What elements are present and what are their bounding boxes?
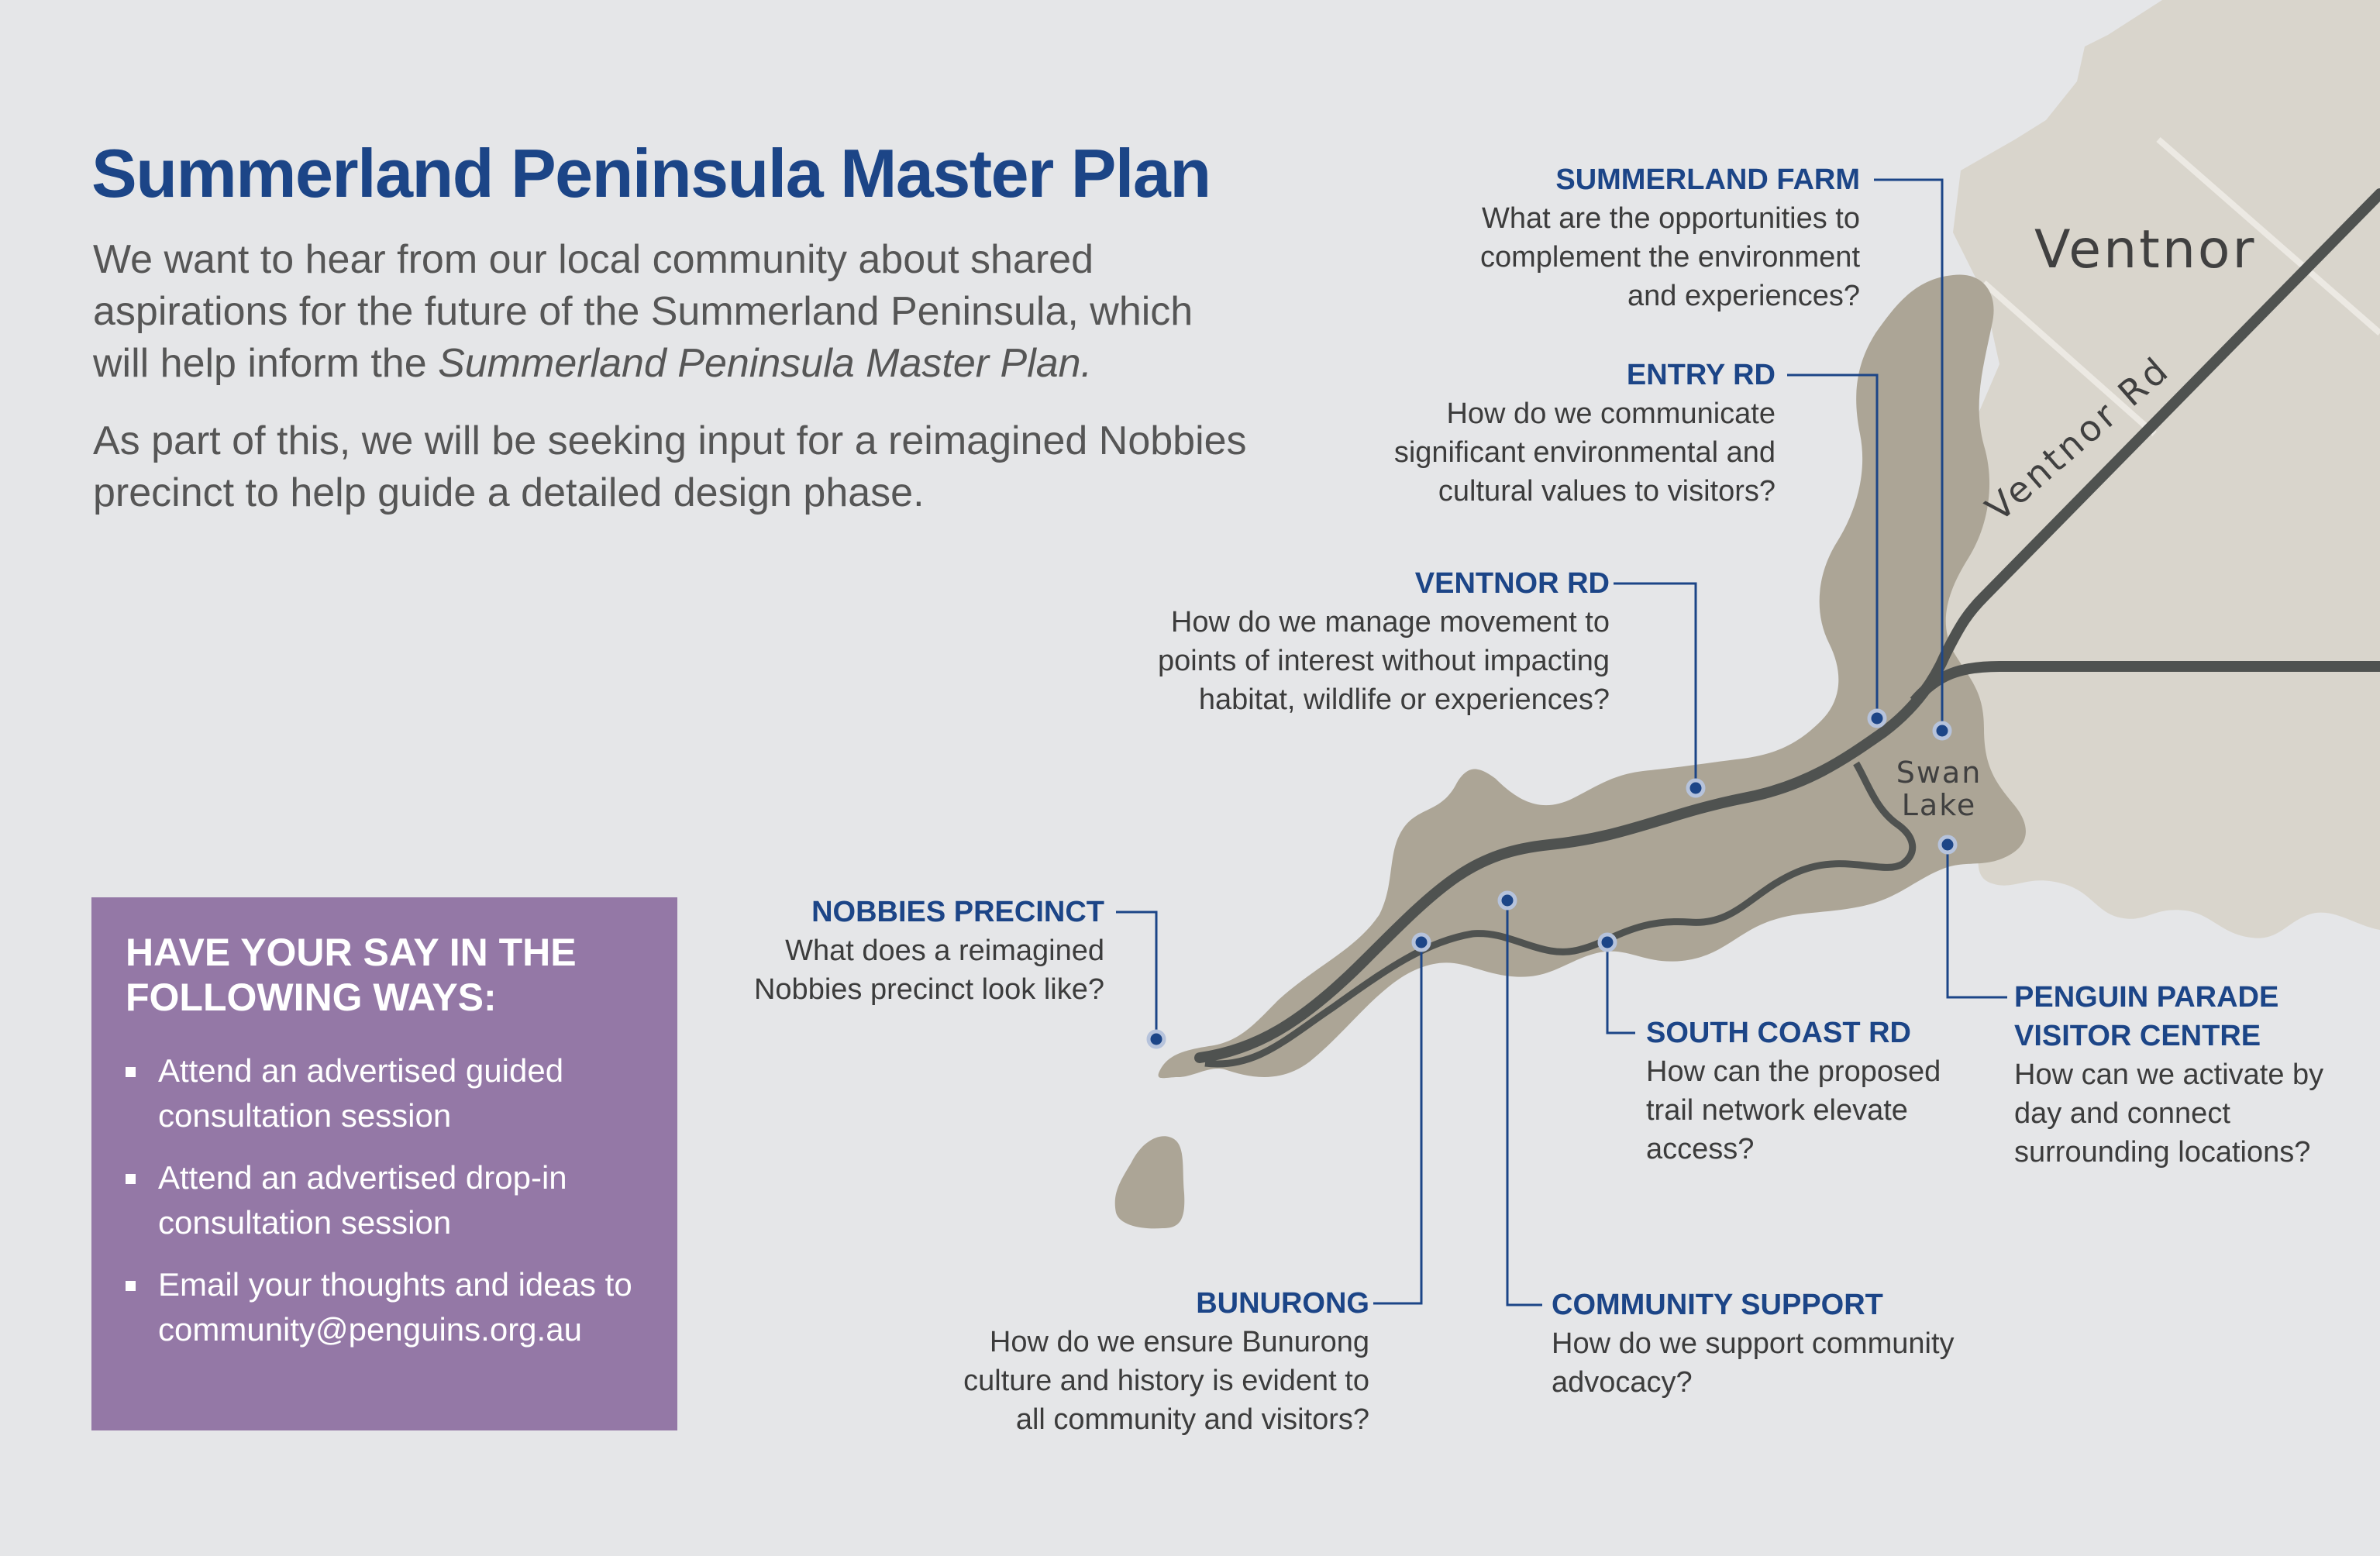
ventnor-road bbox=[1194, 188, 2380, 1063]
ventnor-street-line bbox=[2156, 136, 2380, 336]
list-item[interactable]: Email your thoughts and ideas to communi… bbox=[126, 1262, 668, 1352]
marker-community-support[interactable] bbox=[1497, 890, 1517, 911]
marker-ventnor-rd[interactable] bbox=[1686, 778, 1706, 798]
callout-summerland-farm: SUMMERLAND FARM What are the opportuniti… bbox=[1426, 160, 1860, 315]
leader-nobbies bbox=[1116, 911, 1158, 1039]
callout-text: How do we ensure Bunurong culture and hi… bbox=[963, 1326, 1369, 1436]
callout-text: How can the proposed trail network eleva… bbox=[1646, 1055, 1941, 1165]
intro-paragraph-2: As part of this, we will be seeking inpu… bbox=[93, 418, 1247, 515]
ventnor-street-line bbox=[1982, 281, 2157, 436]
list-item: Attend an advertised guided consultation… bbox=[126, 1048, 668, 1138]
callout-entry-rd: ENTRY RD How do we communicate significa… bbox=[1342, 356, 1776, 511]
callout-south-coast-rd: SOUTH COAST RD How can the proposed trai… bbox=[1646, 1014, 1972, 1169]
label-ventnor: Ventnor bbox=[2034, 219, 2257, 281]
island bbox=[1114, 1136, 1185, 1229]
callout-penguin-parade: PENGUIN PARADE VISITOR CENTRE How can we… bbox=[2014, 978, 2355, 1172]
callout-title: VENTNOR RD bbox=[1414, 567, 1610, 600]
marker-bunurong[interactable] bbox=[1411, 932, 1431, 952]
leader-penguin-parade bbox=[1946, 845, 2007, 999]
marker-south-coast-rd[interactable] bbox=[1597, 932, 1617, 952]
peninsula-land-area bbox=[1158, 274, 2026, 1079]
list-item-text: Email your thoughts and ideas to communi… bbox=[158, 1266, 632, 1348]
callout-text: What does a reimagined Nobbies precinct … bbox=[753, 935, 1104, 1006]
callout-bunurong: BUNURONG How do we ensure Bunurong cultu… bbox=[935, 1284, 1369, 1439]
phillip-island-road bbox=[1910, 661, 2380, 705]
callout-text: How can we activate by day and connect s… bbox=[2014, 1059, 2324, 1169]
callout-text: What are the opportunities to complement… bbox=[1479, 202, 1860, 312]
marker-penguin-parade[interactable] bbox=[1937, 835, 1958, 855]
marker-nobbies-precinct[interactable] bbox=[1146, 1029, 1166, 1049]
leader-ventnor-rd bbox=[1614, 582, 1697, 788]
south-coast-road bbox=[1204, 761, 1917, 1068]
bullet-icon bbox=[126, 1281, 136, 1291]
intro-text: We want to hear from our local community… bbox=[93, 237, 1193, 386]
have-your-say-panel: HAVE YOUR SAY IN THE FOLLOWING WAYS: Att… bbox=[91, 897, 677, 1430]
callout-title: COMMUNITY SUPPORT bbox=[1552, 1289, 1883, 1321]
callout-title: BUNURONG bbox=[1196, 1287, 1369, 1320]
label-swan-lake-line1: Swan bbox=[1896, 756, 1982, 790]
page-title: Summerland Peninsula Master Plan bbox=[91, 135, 1211, 212]
list-item: Attend an advertised drop-in consultatio… bbox=[126, 1155, 668, 1245]
bullet-icon bbox=[126, 1067, 136, 1077]
marker-summerland-farm[interactable] bbox=[1932, 721, 1952, 741]
leader-bunurong bbox=[1373, 942, 1423, 1305]
callout-text: How do we manage movement to points of i… bbox=[1158, 606, 1610, 716]
callout-community-support: COMMUNITY SUPPORT How do we support comm… bbox=[1552, 1286, 1986, 1402]
leader-summerland-farm bbox=[1874, 178, 1944, 731]
intro-paragraph-1: We want to hear from our local community… bbox=[93, 234, 1255, 390]
callout-title: PENGUIN PARADE VISITOR CENTRE bbox=[2014, 981, 2279, 1052]
swan-lake-land-area bbox=[1980, 666, 2380, 904]
intro-plan-name: Summerland Peninsula Master Plan. bbox=[438, 341, 1093, 386]
callout-text: How do we support community advocacy? bbox=[1552, 1327, 1955, 1399]
callout-title: SUMMERLAND FARM bbox=[1555, 164, 1860, 196]
leader-community-support bbox=[1506, 900, 1542, 1306]
callout-ventnor-rd: VENTNOR RD How do we manage movement to … bbox=[1098, 564, 1610, 719]
callout-nobbies-precinct: NOBBIES PRECINCT What does a reimagined … bbox=[748, 893, 1104, 1009]
leader-entry-rd bbox=[1787, 374, 1879, 718]
callout-title: ENTRY RD bbox=[1626, 359, 1776, 391]
list-item-text: Attend an advertised guided consultation… bbox=[158, 1052, 564, 1134]
have-your-say-heading: HAVE YOUR SAY IN THE FOLLOWING WAYS: bbox=[126, 931, 577, 1019]
marker-entry-rd[interactable] bbox=[1867, 708, 1887, 728]
bullet-icon bbox=[126, 1174, 136, 1184]
list-item-text: Attend an advertised drop-in consultatio… bbox=[158, 1159, 567, 1241]
have-your-say-list: Attend an advertised guided consultation… bbox=[126, 1048, 668, 1369]
callout-title: NOBBIES PRECINCT bbox=[811, 896, 1104, 928]
label-swan-lake-line2: Lake bbox=[1902, 788, 1977, 822]
leader-south-coast bbox=[1606, 942, 1635, 1034]
callout-title: SOUTH COAST RD bbox=[1646, 1017, 1911, 1049]
callout-text: How do we communicate significant enviro… bbox=[1393, 398, 1776, 508]
